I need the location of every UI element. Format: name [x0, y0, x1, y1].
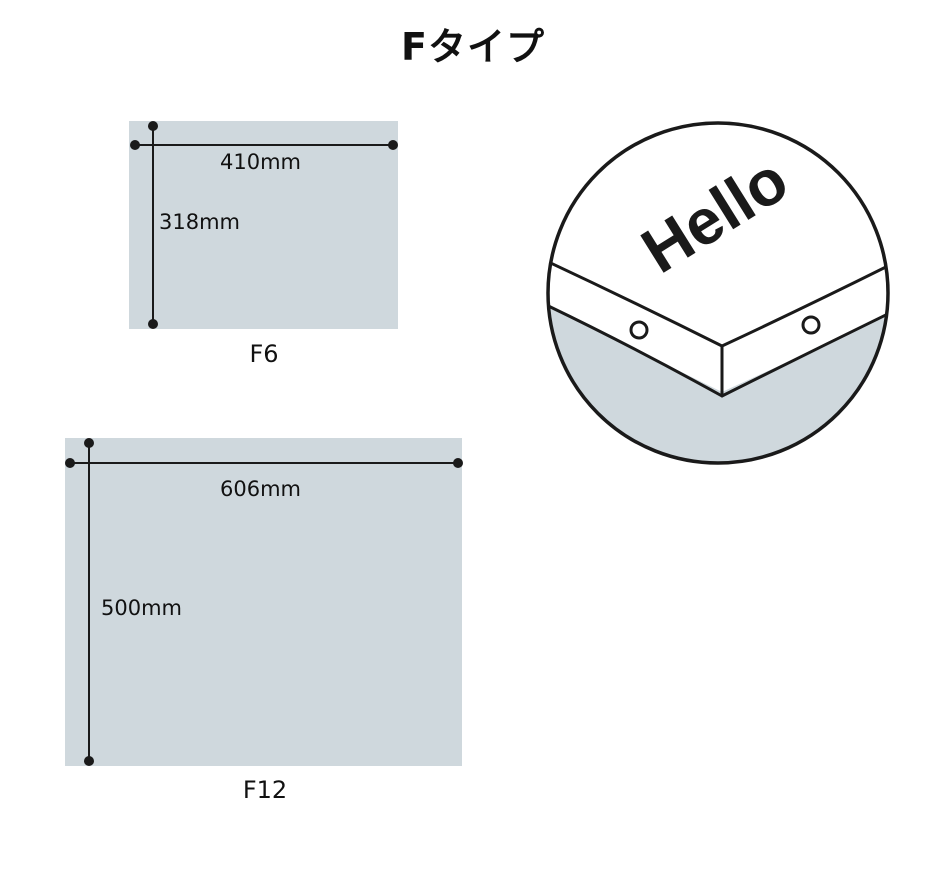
f12-height-line [88, 443, 90, 761]
grommet-right-icon [801, 315, 821, 335]
f6-width-start-dot [130, 140, 140, 150]
f6-panel [129, 121, 398, 329]
f6-height-label: 318mm [159, 210, 240, 234]
page-title: Fタイプ [401, 25, 545, 69]
f6-width-label: 410mm [220, 150, 301, 174]
f6-width-end-dot [388, 140, 398, 150]
f12-width-line [70, 462, 458, 464]
f6-height-line [152, 126, 154, 324]
f12-width-label: 606mm [220, 477, 301, 501]
f12-width-start-dot [65, 458, 75, 468]
f12-size-label: F12 [242, 776, 288, 804]
f6-size-label: F6 [249, 340, 279, 368]
f12-width-end-dot [453, 458, 463, 468]
f6-height-end-dot [148, 319, 158, 329]
grommet-left-icon [629, 320, 649, 340]
corner-detail-illustration: Hello [546, 121, 890, 465]
f6-height-start-dot [148, 121, 158, 131]
f12-height-label: 500mm [101, 596, 182, 620]
f12-height-end-dot [84, 756, 94, 766]
f6-width-line [135, 144, 393, 146]
f12-height-start-dot [84, 438, 94, 448]
f12-panel [65, 438, 462, 766]
